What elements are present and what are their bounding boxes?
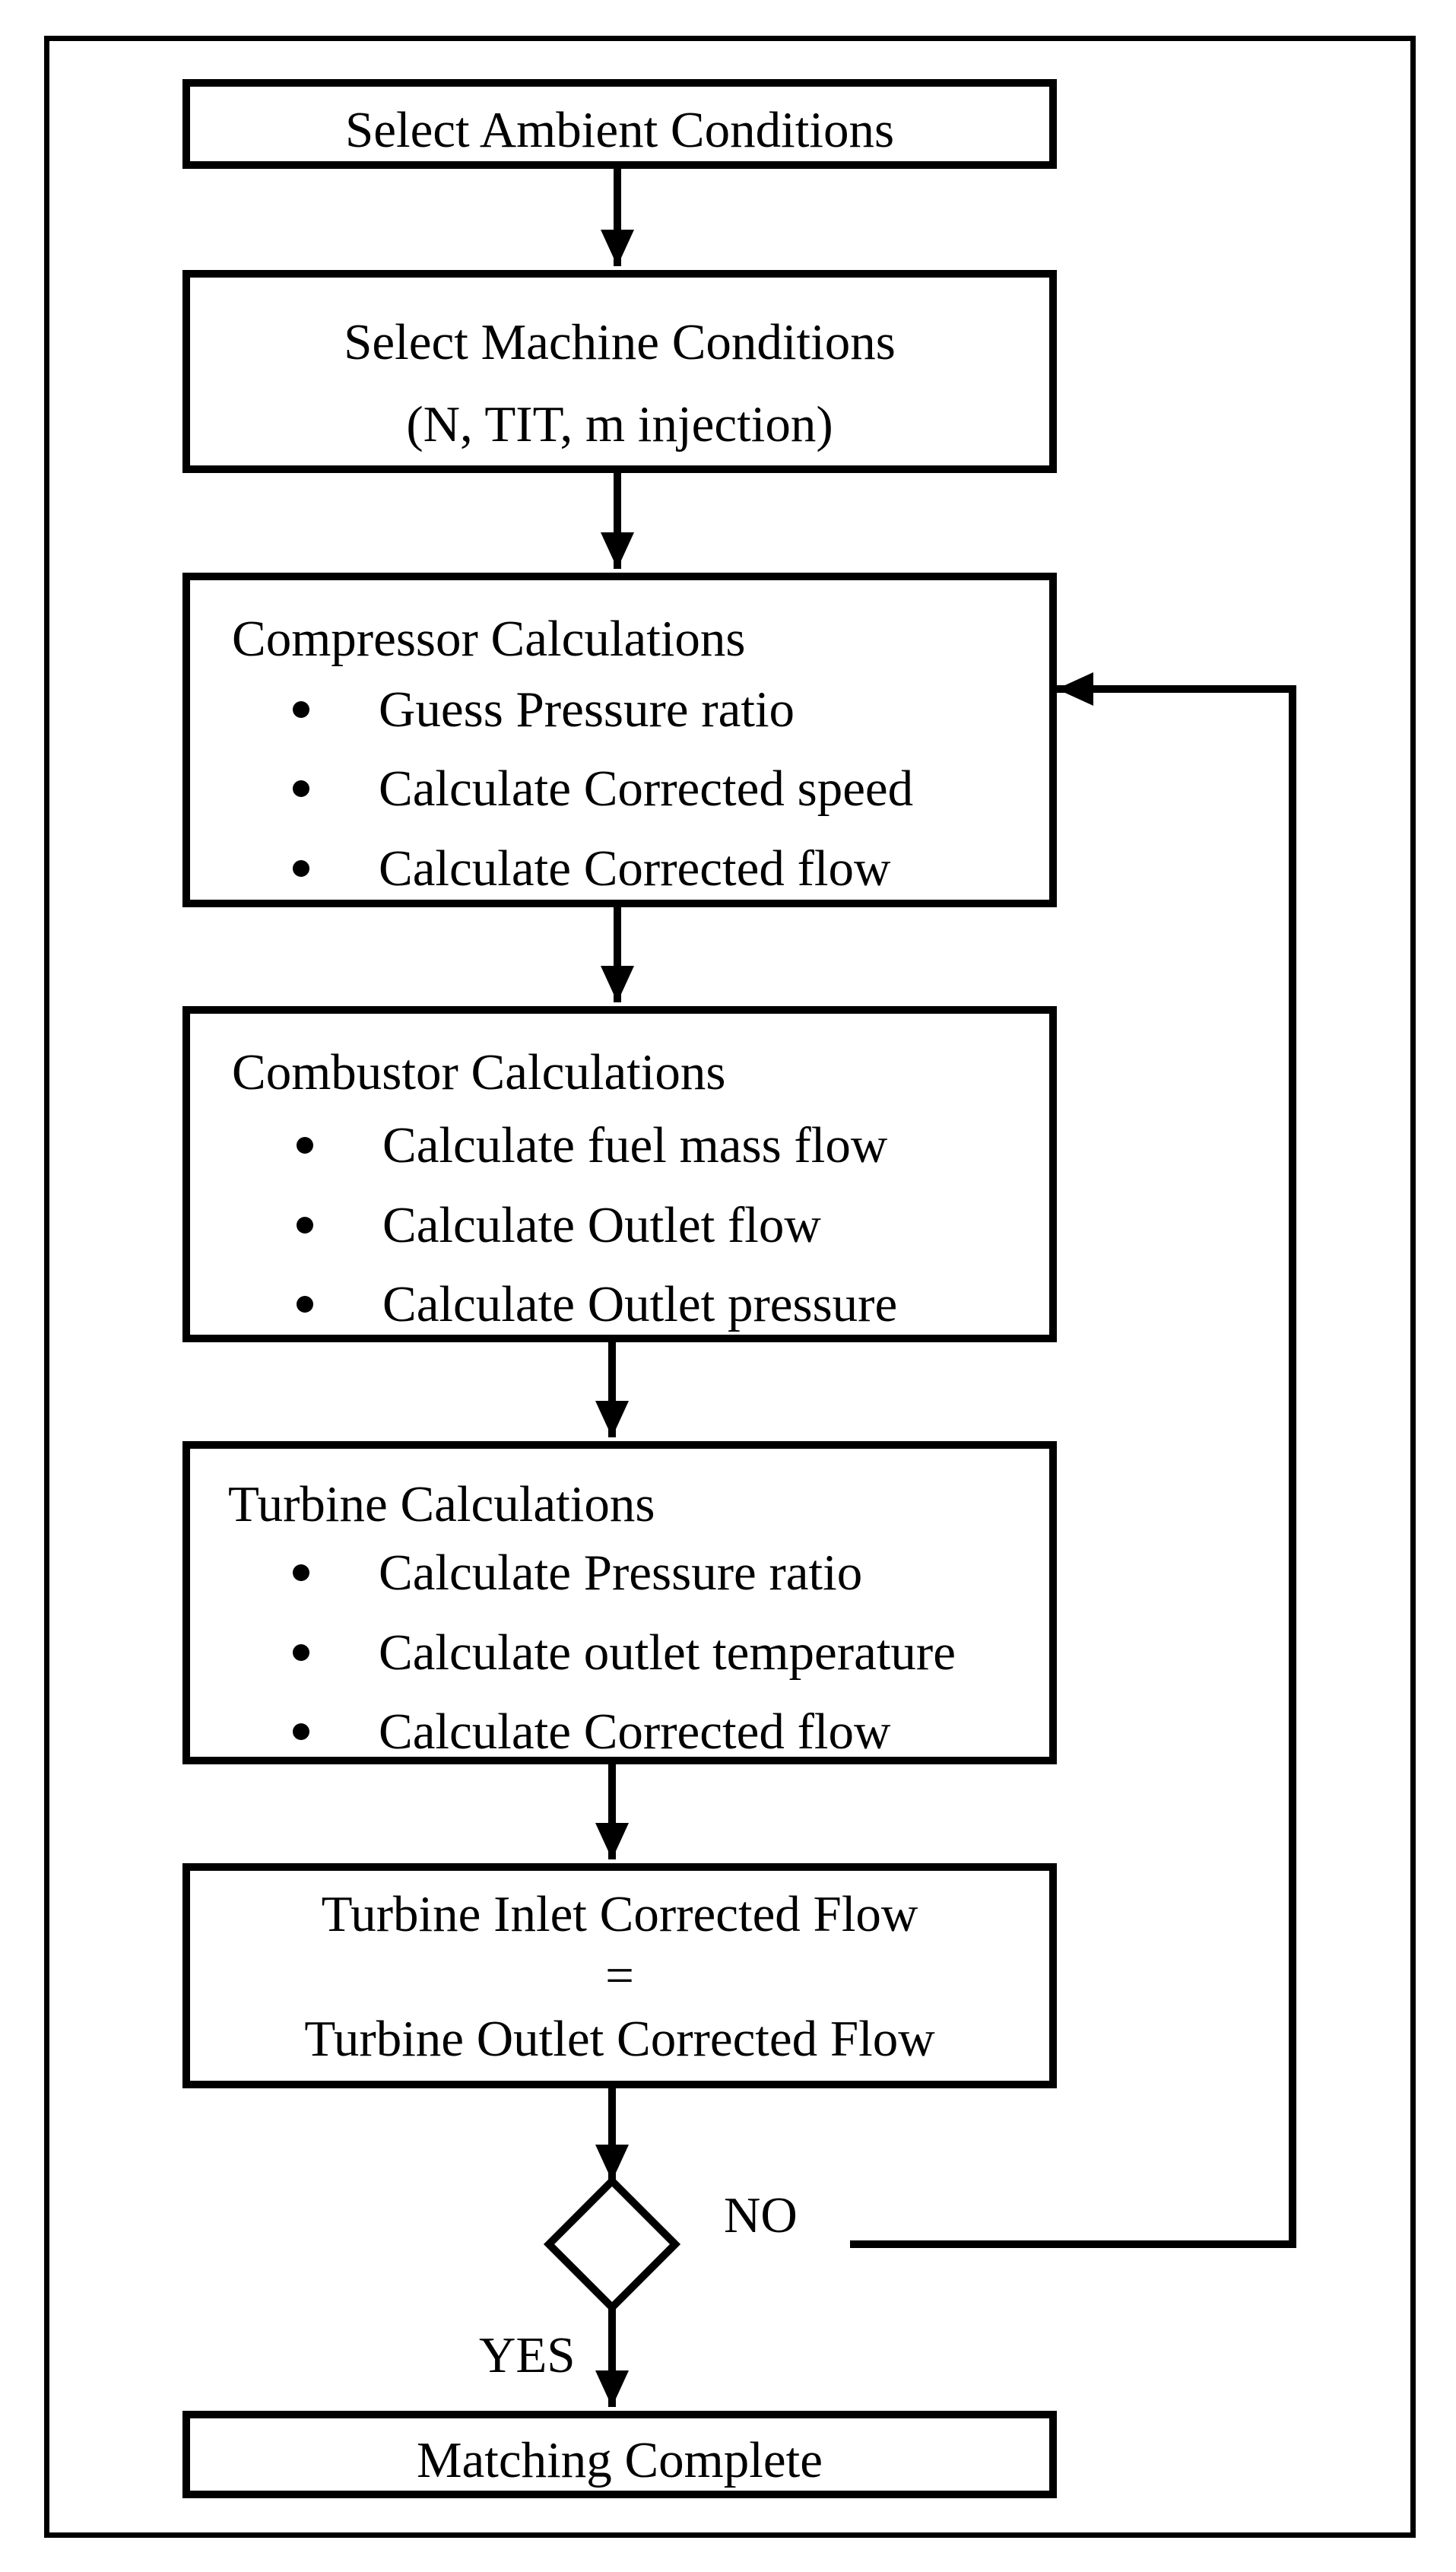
machine-conditions-subtitle: (N, TIT, m injection) [406,396,833,452]
matching-complete-label: Matching Complete [416,2432,823,2488]
combustor-item: Calculate Outlet pressure [382,1276,898,1332]
turbine-item: Calculate Pressure ratio [379,1545,863,1601]
decision-no-label: NO [724,2187,798,2243]
combustor-calculations-box: Combustor Calculations Calculate fuel ma… [182,1006,1057,1342]
machine-conditions-box: Select Machine Conditions (N, TIT, m inj… [182,270,1057,473]
turbine-title: Turbine Calculations [228,1476,655,1532]
compressor-item: Guess Pressure ratio [379,681,795,738]
corrected-flow-check-box: Turbine Inlet Corrected Flow = Turbine O… [182,1863,1057,2088]
bullet-icon [293,780,309,797]
check-line-equals: = [605,1948,634,2004]
combustor-item: Calculate fuel mass flow [382,1117,888,1173]
machine-conditions-title: Select Machine Conditions [344,314,896,370]
bullet-icon [297,1217,313,1234]
check-line-inlet: Turbine Inlet Corrected Flow [321,1886,918,1942]
compressor-title: Compressor Calculations [232,611,746,667]
turbine-item: Calculate outlet temperature [379,1624,956,1681]
ambient-conditions-box: Select Ambient Conditions [182,79,1057,169]
combustor-title: Combustor Calculations [232,1044,726,1100]
bullet-icon [293,1723,309,1740]
compressor-calculations-box: Compressor Calculations Guess Pressure r… [182,573,1057,907]
check-line-outlet: Turbine Outlet Corrected Flow [304,2011,935,2067]
loop-back-line [850,672,1296,2248]
compressor-item: Calculate Corrected speed [379,760,914,817]
matching-complete-box: Matching Complete [182,2411,1057,2498]
outer-frame [44,36,1416,2538]
turbine-calculations-box: Turbine Calculations Calculate Pressure … [182,1441,1057,1764]
combustor-item: Calculate Outlet flow [382,1197,821,1253]
bullet-icon [293,1644,309,1661]
bullet-icon [297,1137,313,1154]
bullet-icon [297,1296,313,1313]
bullet-icon [293,1564,309,1581]
bullet-icon [293,701,309,718]
bullet-icon [293,860,309,877]
decision-diamond [543,2175,681,2313]
ambient-conditions-label: Select Ambient Conditions [344,102,895,158]
compressor-item: Calculate Corrected flow [379,840,891,897]
turbine-item: Calculate Corrected flow [379,1704,891,1760]
decision-yes-label: YES [479,2327,576,2383]
